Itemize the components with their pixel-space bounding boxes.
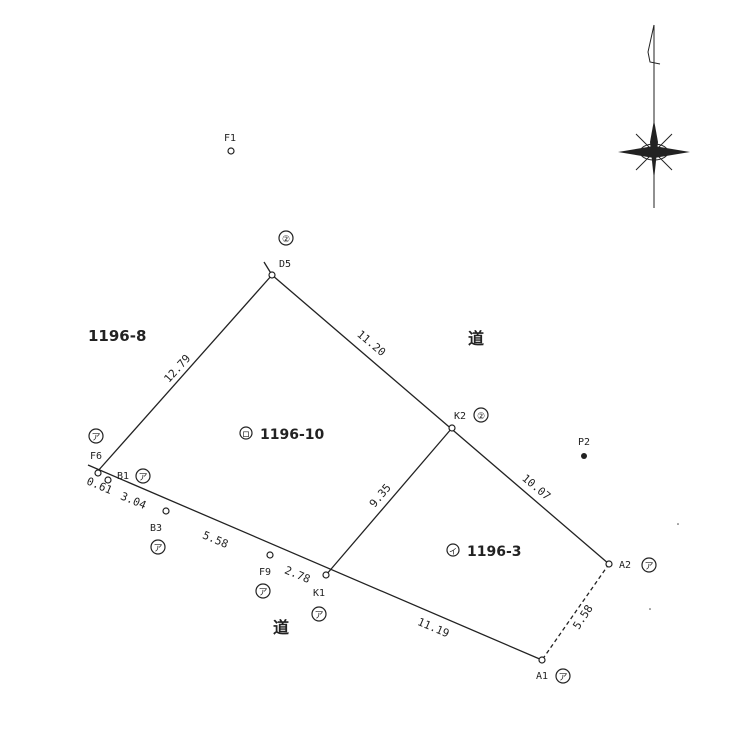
point-k2-label: K2 bbox=[454, 411, 466, 422]
mark-a2-text: ア bbox=[644, 562, 653, 572]
boundary-lines bbox=[87, 261, 610, 661]
point-a1-label: A1 bbox=[536, 671, 548, 682]
mark-a1-text: ア bbox=[558, 673, 567, 683]
distance-a2-a1: 5.58 bbox=[570, 602, 595, 631]
mark-b1-badge: ア bbox=[135, 468, 151, 484]
point-p2-label: P2 bbox=[578, 437, 590, 448]
point-b1-label: B1 bbox=[117, 471, 129, 482]
point-a2-marker bbox=[605, 560, 613, 568]
point-k1-label: K1 bbox=[313, 588, 325, 599]
mark-f6-text: ア bbox=[91, 433, 100, 443]
speck-mark bbox=[649, 608, 651, 610]
point-b1-marker bbox=[104, 476, 112, 484]
distance-b1-b3: 3.04 bbox=[119, 490, 149, 512]
compass-north-arrow-icon bbox=[618, 24, 690, 208]
point-f9-label: F9 bbox=[259, 567, 271, 578]
distance-k2-a2: 10.07 bbox=[519, 472, 553, 503]
point-d5-marker bbox=[268, 271, 276, 279]
mark-a2-badge: ア bbox=[641, 557, 657, 573]
mark-k1-badge: ア bbox=[311, 606, 327, 622]
parcel-west-neighbor-label: 1196-8 bbox=[88, 327, 146, 345]
point-a2-label: A2 bbox=[619, 560, 631, 571]
point-f9-marker bbox=[266, 551, 274, 559]
point-a1-marker bbox=[538, 656, 546, 664]
point-b3-marker bbox=[162, 507, 170, 515]
point-f6-label: F6 bbox=[90, 451, 102, 462]
point-k2-marker bbox=[448, 424, 456, 432]
mark-k2-text: ② bbox=[477, 412, 485, 422]
parcel-lot-i-mark: イ bbox=[449, 547, 457, 556]
mark-k2-badge: ② bbox=[473, 407, 489, 423]
speck-mark bbox=[677, 523, 679, 525]
road-label-north: 道 bbox=[468, 329, 484, 348]
parcel-lot-ro: ロ 1196-10 bbox=[239, 426, 325, 443]
mark-d5-text: ② bbox=[282, 235, 290, 245]
point-p2-marker bbox=[581, 453, 587, 459]
distance-d5-k2: 11.20 bbox=[354, 328, 388, 359]
distance-b3-f9: 5.58 bbox=[201, 529, 230, 551]
distance-f9-k1: 2.78 bbox=[283, 564, 312, 586]
mark-f9-text: ア bbox=[258, 588, 267, 598]
mark-f9-badge: ア bbox=[255, 583, 271, 599]
point-f1-label: F1 bbox=[224, 133, 236, 144]
parcel-lot-ro-label: 1196-10 bbox=[260, 427, 325, 443]
mark-k1-text: ア bbox=[314, 611, 323, 621]
parcel-lot-ro-mark: ロ bbox=[242, 430, 250, 439]
point-b3-label: B3 bbox=[150, 523, 162, 534]
parcel-lot-i-label: 1196-3 bbox=[467, 544, 522, 560]
point-k1-marker bbox=[322, 571, 330, 579]
mark-b1-text: ア bbox=[138, 473, 147, 483]
point-f6-marker bbox=[94, 469, 102, 477]
point-f1-marker bbox=[227, 147, 235, 155]
point-d5-label: D5 bbox=[279, 259, 291, 270]
mark-b3-text: ア bbox=[153, 544, 162, 554]
parcel-lot-i: イ 1196-3 bbox=[446, 543, 522, 560]
mark-a1-badge: ア bbox=[555, 668, 571, 684]
distance-k2-k1: 9.35 bbox=[367, 481, 394, 510]
mark-f6-badge: ア bbox=[88, 428, 104, 444]
mark-d5-badge: ② bbox=[278, 230, 294, 246]
mark-b3-badge: ア bbox=[150, 539, 166, 555]
road-label-south: 道 bbox=[273, 618, 289, 637]
